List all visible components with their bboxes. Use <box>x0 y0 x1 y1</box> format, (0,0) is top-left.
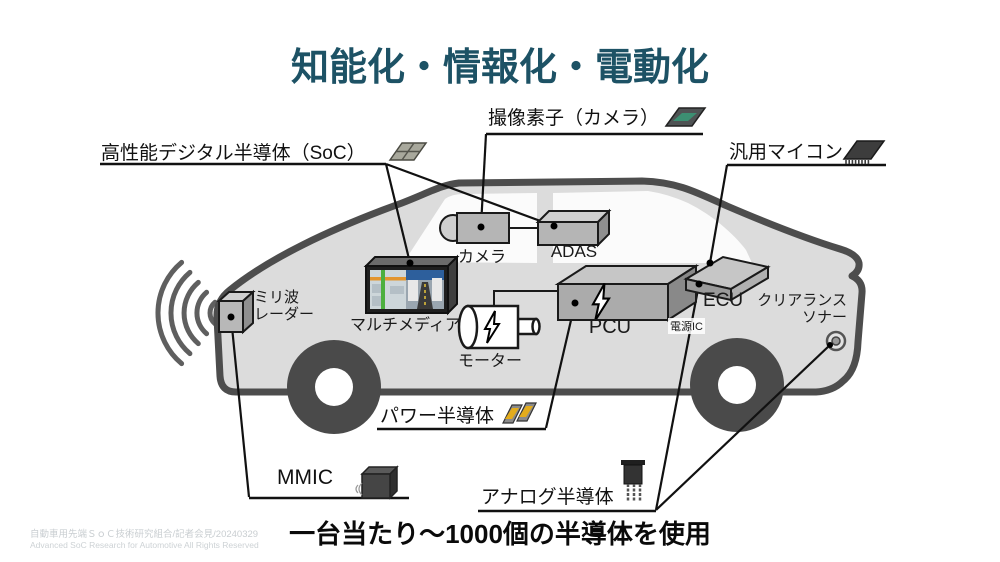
pcu-label: PCU <box>588 316 632 338</box>
multimedia-display <box>363 254 460 316</box>
callout-lines <box>229 133 831 511</box>
power-semi-callout-label: パワー半導体 <box>380 406 495 427</box>
analog-callout-label: アナログ半導体 <box>481 487 614 508</box>
image-sensor-callout-label: 撮像素子（カメラ） <box>488 108 660 129</box>
adas-unit <box>535 208 612 248</box>
mmwave-radar-label-line1: ミリ波 <box>254 289 300 306</box>
mmwave-radar-label-line2: レーダー <box>254 306 315 323</box>
clearance-sonar-label-line2: ソナー <box>801 309 847 326</box>
rear-wheel <box>690 338 784 432</box>
motor-label: モーター <box>457 353 522 370</box>
headline: 一台当たり～1000個の半導体を使用 <box>289 519 711 549</box>
mcu-callout-label: 汎用マイコン <box>729 142 844 163</box>
microcontroller-chip-icon <box>842 140 886 164</box>
motor-pcu-connector <box>493 290 558 306</box>
slide-title: 知能化・情報化・電動化 <box>290 47 709 89</box>
camera-label: カメラ <box>457 249 506 266</box>
footer-line1: 自動車用先端ＳｏＣ技術研究組合/記者会見/20240329 <box>30 529 259 540</box>
clearance-sonar-label-line1: クリアランス <box>757 292 847 309</box>
mmic-callout-label: MMIC <box>277 466 333 489</box>
power-ic-label: 電源IC <box>668 318 705 334</box>
front-wheel <box>287 340 381 434</box>
transistor-icon <box>621 460 645 502</box>
camera-unit <box>439 212 510 244</box>
ecu-label: ECU <box>702 290 744 311</box>
soc-chip-icon <box>388 142 428 161</box>
soc-callout-label: 高性能デジタル半導体（SoC） <box>101 143 366 164</box>
image-sensor-chip-icon <box>664 107 707 127</box>
mmwave-radar-label: ミリ波 レーダー <box>254 289 314 323</box>
rear-window <box>553 191 752 263</box>
multimedia-label: マルチメディア <box>350 317 461 334</box>
mmwave-radar-unit <box>216 289 256 335</box>
footer: 自動車用先端ＳｏＣ技術研究組合/記者会見/20240329 Advanced S… <box>30 529 259 551</box>
clearance-sonar-label: クリアランス ソナー <box>755 292 847 326</box>
motor-unit <box>457 304 541 350</box>
leader-dots <box>227 222 833 348</box>
radar-waves-icon <box>155 259 218 367</box>
power-module-icon <box>502 402 537 424</box>
adas-label: ADAS <box>550 242 598 261</box>
pcu-unit <box>554 264 700 322</box>
mmic-chip-icon <box>355 465 399 500</box>
footer-line2: Advanced SoC Research for Automotive All… <box>30 540 259 550</box>
